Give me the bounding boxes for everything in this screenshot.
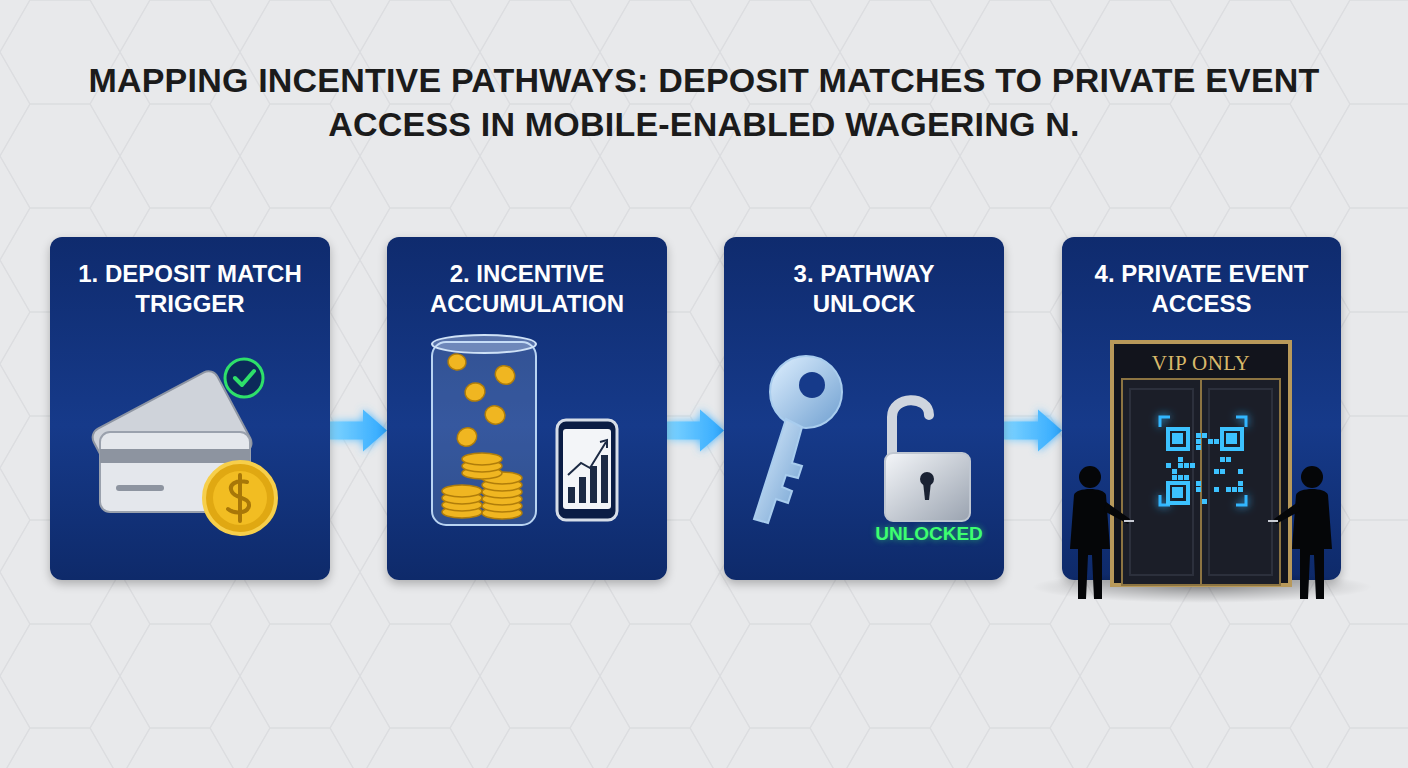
process-box: 3. PATHWAY UNLOCK UNLOCKED: [724, 237, 1004, 580]
qr-cell: [1178, 475, 1183, 480]
qr-cell: [1178, 463, 1183, 468]
box-heading: 3. PATHWAY UNLOCK: [724, 237, 1004, 319]
process-box: 2. INCENTIVE ACCUMULATION: [387, 237, 667, 580]
qr-cell: [1190, 463, 1195, 468]
process-box: 4. PRIVATE EVENT ACCESS VIP ONLY: [1062, 237, 1341, 580]
status-label: UNLOCKED: [875, 523, 983, 545]
qr-cell: [1172, 487, 1183, 498]
qr-cell: [1208, 439, 1213, 444]
qr-cell: [1196, 481, 1201, 486]
vip-door-illustration: [1062, 237, 1342, 580]
qr-cell: [1232, 487, 1237, 492]
box-heading: 4. PRIVATE EVENT ACCESS: [1062, 237, 1341, 319]
qr-cell: [1238, 487, 1243, 492]
flow-arrow: [330, 410, 387, 452]
qr-cell: [1220, 457, 1225, 462]
qr-cell: [1220, 469, 1225, 474]
flow-arrow: [667, 410, 724, 452]
qr-cell: [1184, 463, 1189, 468]
qr-cell: [1172, 433, 1183, 444]
qr-cell: [1214, 439, 1219, 444]
qr-cell: [1214, 487, 1219, 492]
qr-cell: [1214, 469, 1219, 474]
process-box: 1. DEPOSIT MATCH TRIGGER: [50, 237, 330, 580]
diagram-title: MAPPING INCENTIVE PATHWAYS: DEPOSIT MATC…: [54, 58, 1354, 146]
qr-cell: [1196, 433, 1201, 438]
qr-cell: [1172, 475, 1177, 480]
qr-finder: [1168, 483, 1188, 503]
qr-cell: [1226, 433, 1237, 444]
qr-cell: [1166, 463, 1171, 468]
card-coin-illustration: [50, 237, 330, 580]
box-heading: 1. DEPOSIT MATCH TRIGGER: [50, 237, 330, 319]
qr-cell: [1184, 475, 1189, 480]
qr-cell: [1196, 445, 1201, 450]
qr-cell: [1178, 457, 1183, 462]
coin-jar-phone-illustration: [387, 237, 667, 580]
qr-cell: [1202, 433, 1207, 438]
qr-cell: [1238, 481, 1243, 486]
flow-arrow: [1004, 410, 1062, 452]
qr-cell: [1196, 439, 1201, 444]
qr-cell: [1196, 487, 1201, 492]
qr-finder: [1222, 429, 1242, 449]
qr-cell: [1226, 487, 1231, 492]
qr-cell: [1202, 499, 1207, 504]
box-heading: 2. INCENTIVE ACCUMULATION: [387, 237, 667, 319]
qr-cell: [1172, 469, 1177, 474]
qr-cell: [1238, 469, 1243, 474]
qr-finder: [1168, 429, 1188, 449]
qr-cell: [1226, 457, 1231, 462]
door-sign: VIP ONLY: [1152, 351, 1251, 376]
